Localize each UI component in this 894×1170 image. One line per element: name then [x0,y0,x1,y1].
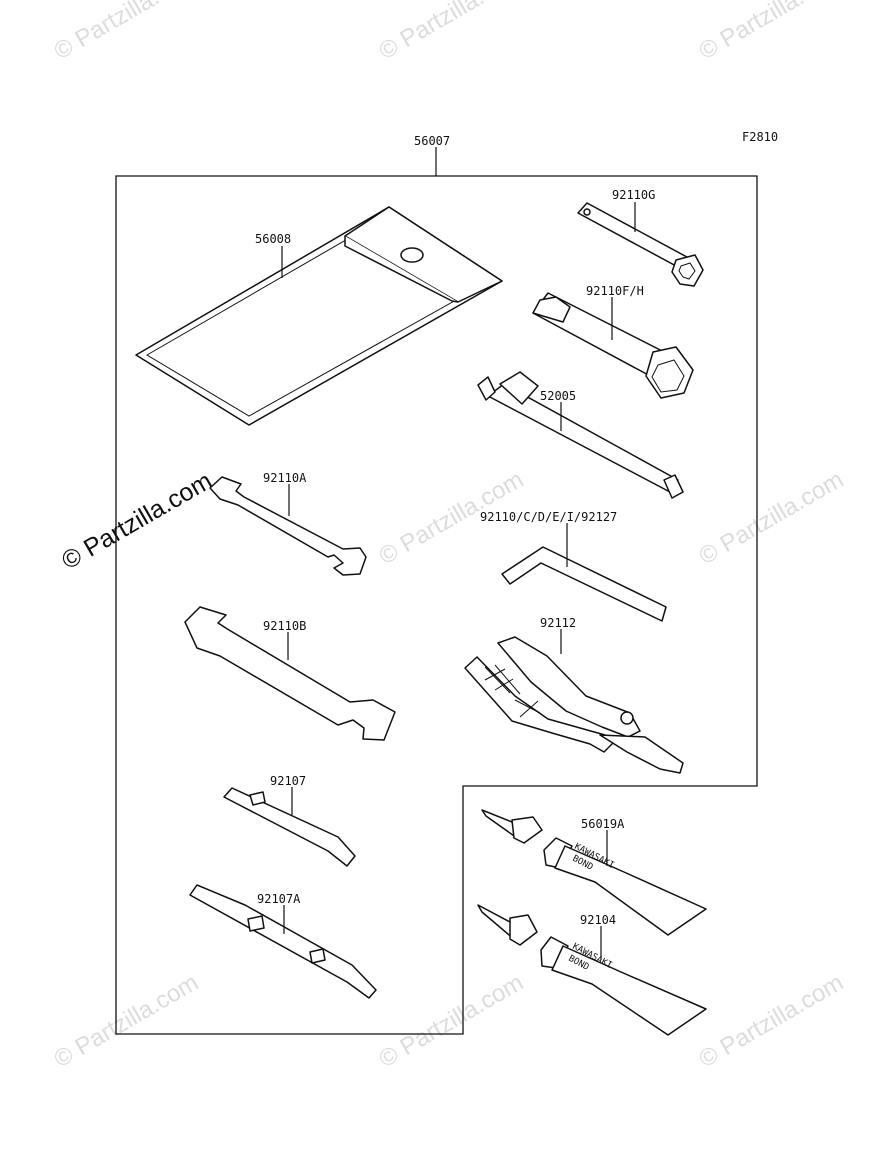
callout-92110G: 92110G [612,188,655,202]
figure-code: F2810 [742,130,778,144]
watermark: © Partzilla.com [375,969,529,1073]
spark-plug-wrench: 92110G [577,188,704,287]
callout-92110A: 92110A [263,471,307,485]
callout-56008: 56008 [255,232,291,246]
box-wrench: 92110F/H [532,284,694,399]
watermark: © Partzilla.com [695,0,849,65]
watermark: © Partzilla.com [50,0,204,65]
callout-92110B: 92110B [263,619,306,633]
callout-52005: 52005 [540,389,576,403]
callout-92110-set: 92110/C/D/E/I/92127 [480,510,617,524]
watermark: © Partzilla.com [695,466,849,570]
watermark: © Partzilla.com [375,0,529,65]
callout-56019A: 56019A [581,817,625,831]
slip-joint-pliers: 92112 [464,616,684,774]
callout-92112: 92112 [540,616,576,630]
callout-92104: 92104 [580,913,616,927]
callout-56007: 56007 [414,134,450,148]
hex-wrench-set: 92110/C/D/E/I/92127 [480,510,667,622]
watermark: © Partzilla.com [695,969,849,1073]
watermark-main: © Partzilla.com [57,467,217,575]
callout-92110FH: 92110F/H [586,284,644,298]
screwdriver-handle: 92107A [189,884,377,999]
watermark-layer: © Partzilla.com © Partzilla.com © Partzi… [50,0,849,1073]
tire-pressure-gauge: 52005 [477,371,684,499]
tool-bag: 56008 [135,206,503,426]
open-end-wrench-a: 92110A [209,471,367,576]
screwdriver-bit: 92107 [223,774,356,867]
open-end-wrench-b: 92110B [184,606,396,741]
callout-92107A: 92107A [257,892,301,906]
kit-frame: 56007 [115,134,758,1035]
callout-92107: 92107 [270,774,306,788]
watermark: © Partzilla.com [50,969,204,1073]
